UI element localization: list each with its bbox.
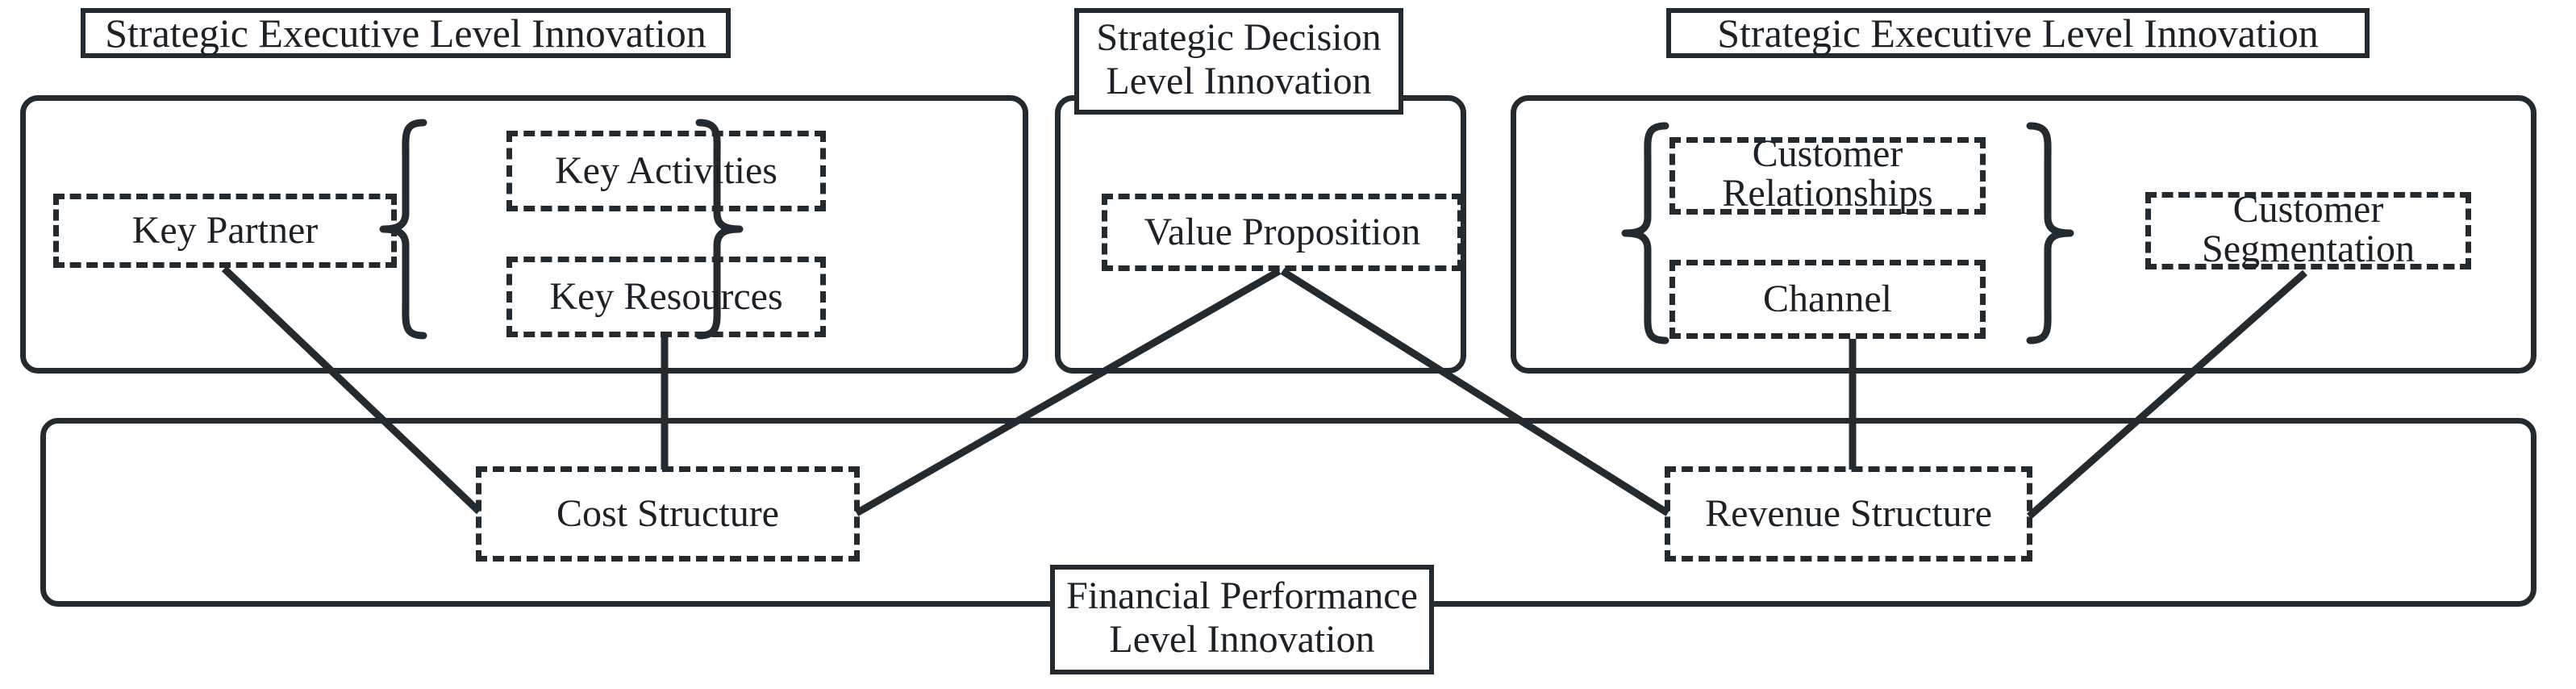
block-cost-structure[interactable]: Cost Structure — [476, 466, 860, 562]
block-customer-relationships-text: Customer Relationships — [1722, 132, 1933, 215]
title-bottom-panel-text: Financial Performance Level Innovation — [1066, 574, 1418, 662]
panel-left-strategic-executive — [20, 95, 1028, 374]
brace-right-close — [2026, 122, 2074, 344]
block-customer-segmentation-label-line1: Customer — [2232, 188, 2384, 232]
title-left-panel-label: Strategic Executive Level Innovation — [105, 10, 707, 56]
block-customer-relationships[interactable]: Customer Relationships — [1669, 132, 1986, 215]
title-center-panel-text: Strategic Decision Level Innovation — [1096, 16, 1381, 103]
title-left-panel: Strategic Executive Level Innovation — [81, 8, 731, 58]
brace-right-open — [1621, 122, 1669, 344]
block-value-proposition[interactable]: Value Proposition — [1102, 194, 1463, 271]
block-key-activities-label: Key Activities — [555, 148, 777, 192]
block-customer-relationships-label-line1: Customer — [1752, 132, 1903, 176]
block-key-resources[interactable]: Key Resources — [506, 257, 826, 337]
title-right-panel-label: Strategic Executive Level Innovation — [1717, 10, 2319, 56]
title-center-panel-label-line1: Strategic Decision — [1096, 16, 1382, 59]
title-right-panel: Strategic Executive Level Innovation — [1666, 8, 2370, 58]
block-key-partner-label: Key Partner — [131, 208, 319, 252]
block-customer-segmentation-text: Customer Segmentation — [2202, 190, 2415, 269]
block-revenue-structure[interactable]: Revenue Structure — [1665, 466, 2032, 562]
block-channel-label: Channel — [1763, 277, 1892, 320]
block-revenue-structure-label: Revenue Structure — [1705, 491, 1992, 535]
block-value-proposition-label: Value Proposition — [1144, 210, 1421, 253]
block-channel[interactable]: Channel — [1669, 260, 1986, 339]
title-center-panel: Strategic Decision Level Innovation — [1074, 8, 1403, 115]
title-bottom-panel-label-line1: Financial Performance — [1066, 574, 1418, 617]
block-key-resources-label: Key Resources — [549, 274, 783, 318]
block-key-activities[interactable]: Key Activities — [506, 131, 826, 211]
block-key-partner[interactable]: Key Partner — [53, 194, 397, 268]
block-customer-relationships-label-line2: Relationships — [1722, 172, 1933, 215]
title-center-panel-label-line2: Level Innovation — [1106, 59, 1372, 102]
title-bottom-panel-label-line2: Level Innovation — [1109, 617, 1375, 661]
title-bottom-panel: Financial Performance Level Innovation — [1050, 565, 1434, 674]
block-customer-segmentation[interactable]: Customer Segmentation — [2145, 190, 2471, 269]
block-customer-segmentation-label-line2: Segmentation — [2202, 228, 2415, 270]
brace-left-close — [695, 119, 744, 340]
block-cost-structure-label: Cost Structure — [556, 491, 779, 535]
